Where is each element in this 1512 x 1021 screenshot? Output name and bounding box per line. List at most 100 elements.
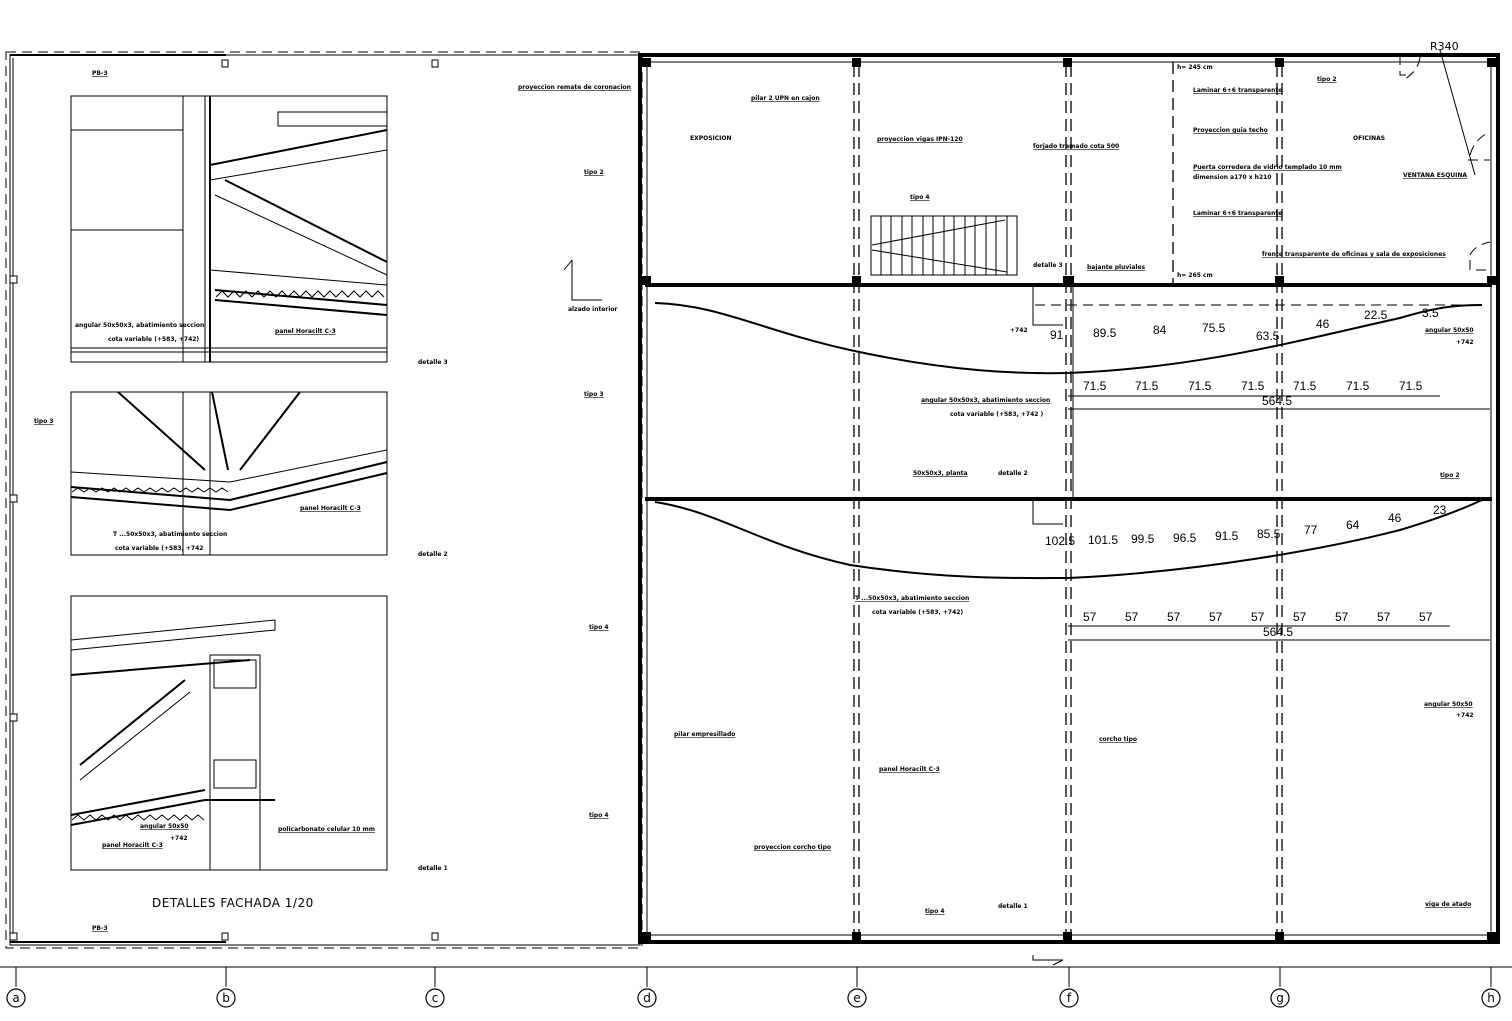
detail-1-angular-label: angular 50x50 xyxy=(140,823,189,830)
detail-1-policarbonato-label: policarbonato celular 10 mm xyxy=(278,826,375,833)
cota-variable-1-label: cota variable (+583, +742 ) xyxy=(950,411,1044,418)
grid-axis-e: e xyxy=(853,991,860,1005)
lower-height-8: 64 xyxy=(1346,518,1360,532)
lower-height-9: 46 xyxy=(1388,511,1402,525)
lower-spacing-6: 57 xyxy=(1293,610,1307,624)
corcho-tipo-label: corcho tipo xyxy=(1099,736,1137,743)
detail-1-drawing xyxy=(70,595,388,871)
detail-3-angular-label: angular 50x50x3, abatimiento seccion xyxy=(75,322,204,329)
grid-axis-g: g xyxy=(1276,991,1284,1005)
vigas-ipn-label: proyeccion vigas IPN-120 xyxy=(877,136,963,143)
upper-height-1: 91 xyxy=(1050,328,1064,342)
grid-axes: a b c d e f g h xyxy=(0,955,1512,1008)
alzado-label: alzado interior xyxy=(568,306,618,313)
grid-axis-h: h xyxy=(1487,991,1495,1005)
viga-atado-label: viga de atado xyxy=(1425,901,1471,908)
cota-742-label: +742 xyxy=(1010,327,1028,334)
upper-height-5: 63.5 xyxy=(1256,329,1280,343)
h265-label: h= 265 cm xyxy=(1177,272,1213,279)
pilar-upn-label: pilar 2 UPN en cajon xyxy=(751,95,820,102)
lower-height-6: 85.5 xyxy=(1257,527,1281,541)
lower-height-4: 96.5 xyxy=(1173,531,1197,545)
stair-drawing xyxy=(870,215,1018,276)
detail-3-panel-label: panel Horacilt C-3 xyxy=(275,328,336,335)
tipo2-right-label: tipo 2 xyxy=(1440,472,1460,479)
laminar-2-label: Laminar 6+6 transparente xyxy=(1193,210,1282,217)
puerta-label: Puerta corredera de vidrio templado 10 m… xyxy=(1193,164,1342,171)
stair-tipo4-label: tipo 4 xyxy=(910,194,930,201)
detail-2-cota-label: cota variable (+583, +742 xyxy=(115,545,203,552)
angular-right-2-label: angular 50x50 xyxy=(1424,701,1473,708)
grid-axis-a: a xyxy=(12,991,19,1005)
detail-3-drawing xyxy=(70,95,388,363)
detalle3-plan-label: detalle 3 xyxy=(1033,262,1063,269)
planta-label: 50x50x3, planta xyxy=(913,470,968,477)
lower-spacing-5: 57 xyxy=(1251,610,1265,624)
tipo3-left-label: tipo 3 xyxy=(34,418,54,425)
detail-1-cota-label: +742 xyxy=(170,835,188,842)
tipo2-left-label: tipo 2 xyxy=(584,169,604,176)
upper-spacing-2: 71.5 xyxy=(1135,379,1159,393)
grid-axis-f: f xyxy=(1067,991,1072,1005)
upper-height-4: 75.5 xyxy=(1202,321,1226,335)
detail-3-name: detalle 3 xyxy=(418,359,448,366)
lower-spacing-7: 57 xyxy=(1335,610,1349,624)
elevation-marker xyxy=(563,259,602,301)
angular-right-2-cota: +742 xyxy=(1456,712,1474,719)
pb3-top-label: PB-3 xyxy=(92,70,108,77)
upper-height-8: 3.5 xyxy=(1422,306,1439,320)
upper-total: 564.5 xyxy=(1262,394,1292,408)
angular-right-1-label: angular 50x50 xyxy=(1425,327,1474,334)
detalle2-plan-label: detalle 2 xyxy=(998,470,1028,477)
h245-label: h= 245 cm xyxy=(1177,64,1213,71)
grid-axis-b: b xyxy=(222,991,230,1005)
detalle1-plan-label: detalle 1 xyxy=(998,903,1028,910)
r340-label: R340 xyxy=(1430,40,1459,53)
lower-height-2: 101.5 xyxy=(1088,533,1118,547)
exposicion-label: EXPOSICION xyxy=(690,135,732,142)
lower-spacing-3: 57 xyxy=(1167,610,1181,624)
upper-height-6: 46 xyxy=(1316,317,1330,331)
forjado-label: forjado tramado cota 500 xyxy=(1033,143,1119,150)
sheet-title: DETALLES FACHADA 1/20 xyxy=(152,896,314,910)
lower-spacing-4: 57 xyxy=(1209,610,1223,624)
upper-spacing-dimensions: 71.5 71.5 71.5 71.5 71.5 71.5 71.5 564.5 xyxy=(1083,379,1423,408)
cota-variable-2-label: cota variable (+583, +742) xyxy=(872,609,963,616)
upper-height-3: 84 xyxy=(1153,323,1167,337)
lower-spacing-2: 57 xyxy=(1125,610,1139,624)
detail-2-drawing xyxy=(70,391,388,556)
upper-height-7: 22.5 xyxy=(1364,308,1388,322)
pilar-empresillado-label: pilar empresillado xyxy=(674,731,735,738)
lower-height-dimensions: 102.5 101.5 99.5 96.5 91.5 85.5 77 64 46… xyxy=(1045,503,1447,548)
tipo4-a-label: tipo 4 xyxy=(589,624,609,631)
frente-label: frente transparente de oficinas y sala d… xyxy=(1262,251,1446,258)
upper-spacing-1: 71.5 xyxy=(1083,379,1107,393)
lower-height-3: 99.5 xyxy=(1131,532,1155,546)
upper-spacing-3: 71.5 xyxy=(1188,379,1212,393)
dimension-label: dimension a170 x h210 xyxy=(1193,174,1271,181)
angular-right-1-cota: +742 xyxy=(1456,339,1474,346)
detail-2-panel-label: panel Horacilt C-3 xyxy=(300,505,361,512)
lower-spacing-9: 57 xyxy=(1419,610,1433,624)
bajante-label: bajante pluviales xyxy=(1087,264,1146,271)
detail-1-panel-label: panel Horacilt C-3 xyxy=(102,842,163,849)
lower-height-5: 91.5 xyxy=(1215,529,1239,543)
remate-label: proyeccion remate de coronacion xyxy=(518,84,631,91)
detail-2-t-label: T ...50x50x3, abatimiento seccion xyxy=(113,531,227,538)
lower-spacing-1: 57 xyxy=(1083,610,1097,624)
lower-spacing-dimensions: 57 57 57 57 57 57 57 57 57 564.5 xyxy=(1083,610,1433,639)
door-swings xyxy=(1399,49,1491,271)
lower-height-1: 102.5 xyxy=(1045,534,1075,548)
detail-2-name: detalle 2 xyxy=(418,551,448,558)
guia-techo-label: Proyeccion guia techo xyxy=(1193,127,1268,134)
upper-height-dimensions: 91 89.5 84 75.5 63.5 46 22.5 3.5 xyxy=(1050,306,1439,343)
column-projection-lines xyxy=(853,65,1283,935)
floor-plan-frame xyxy=(638,53,1500,944)
proyeccion-corcho-label: proyeccion corcho tipo xyxy=(754,844,831,851)
laminar-1-label: Laminar 6+6 transparente xyxy=(1193,87,1282,94)
angular-abatimiento-label: angular 50x50x3, abatimiento seccion xyxy=(921,397,1050,404)
tipo4-c-label: tipo 4 xyxy=(925,908,945,915)
oficinas-label: OFICINAS xyxy=(1353,135,1385,142)
